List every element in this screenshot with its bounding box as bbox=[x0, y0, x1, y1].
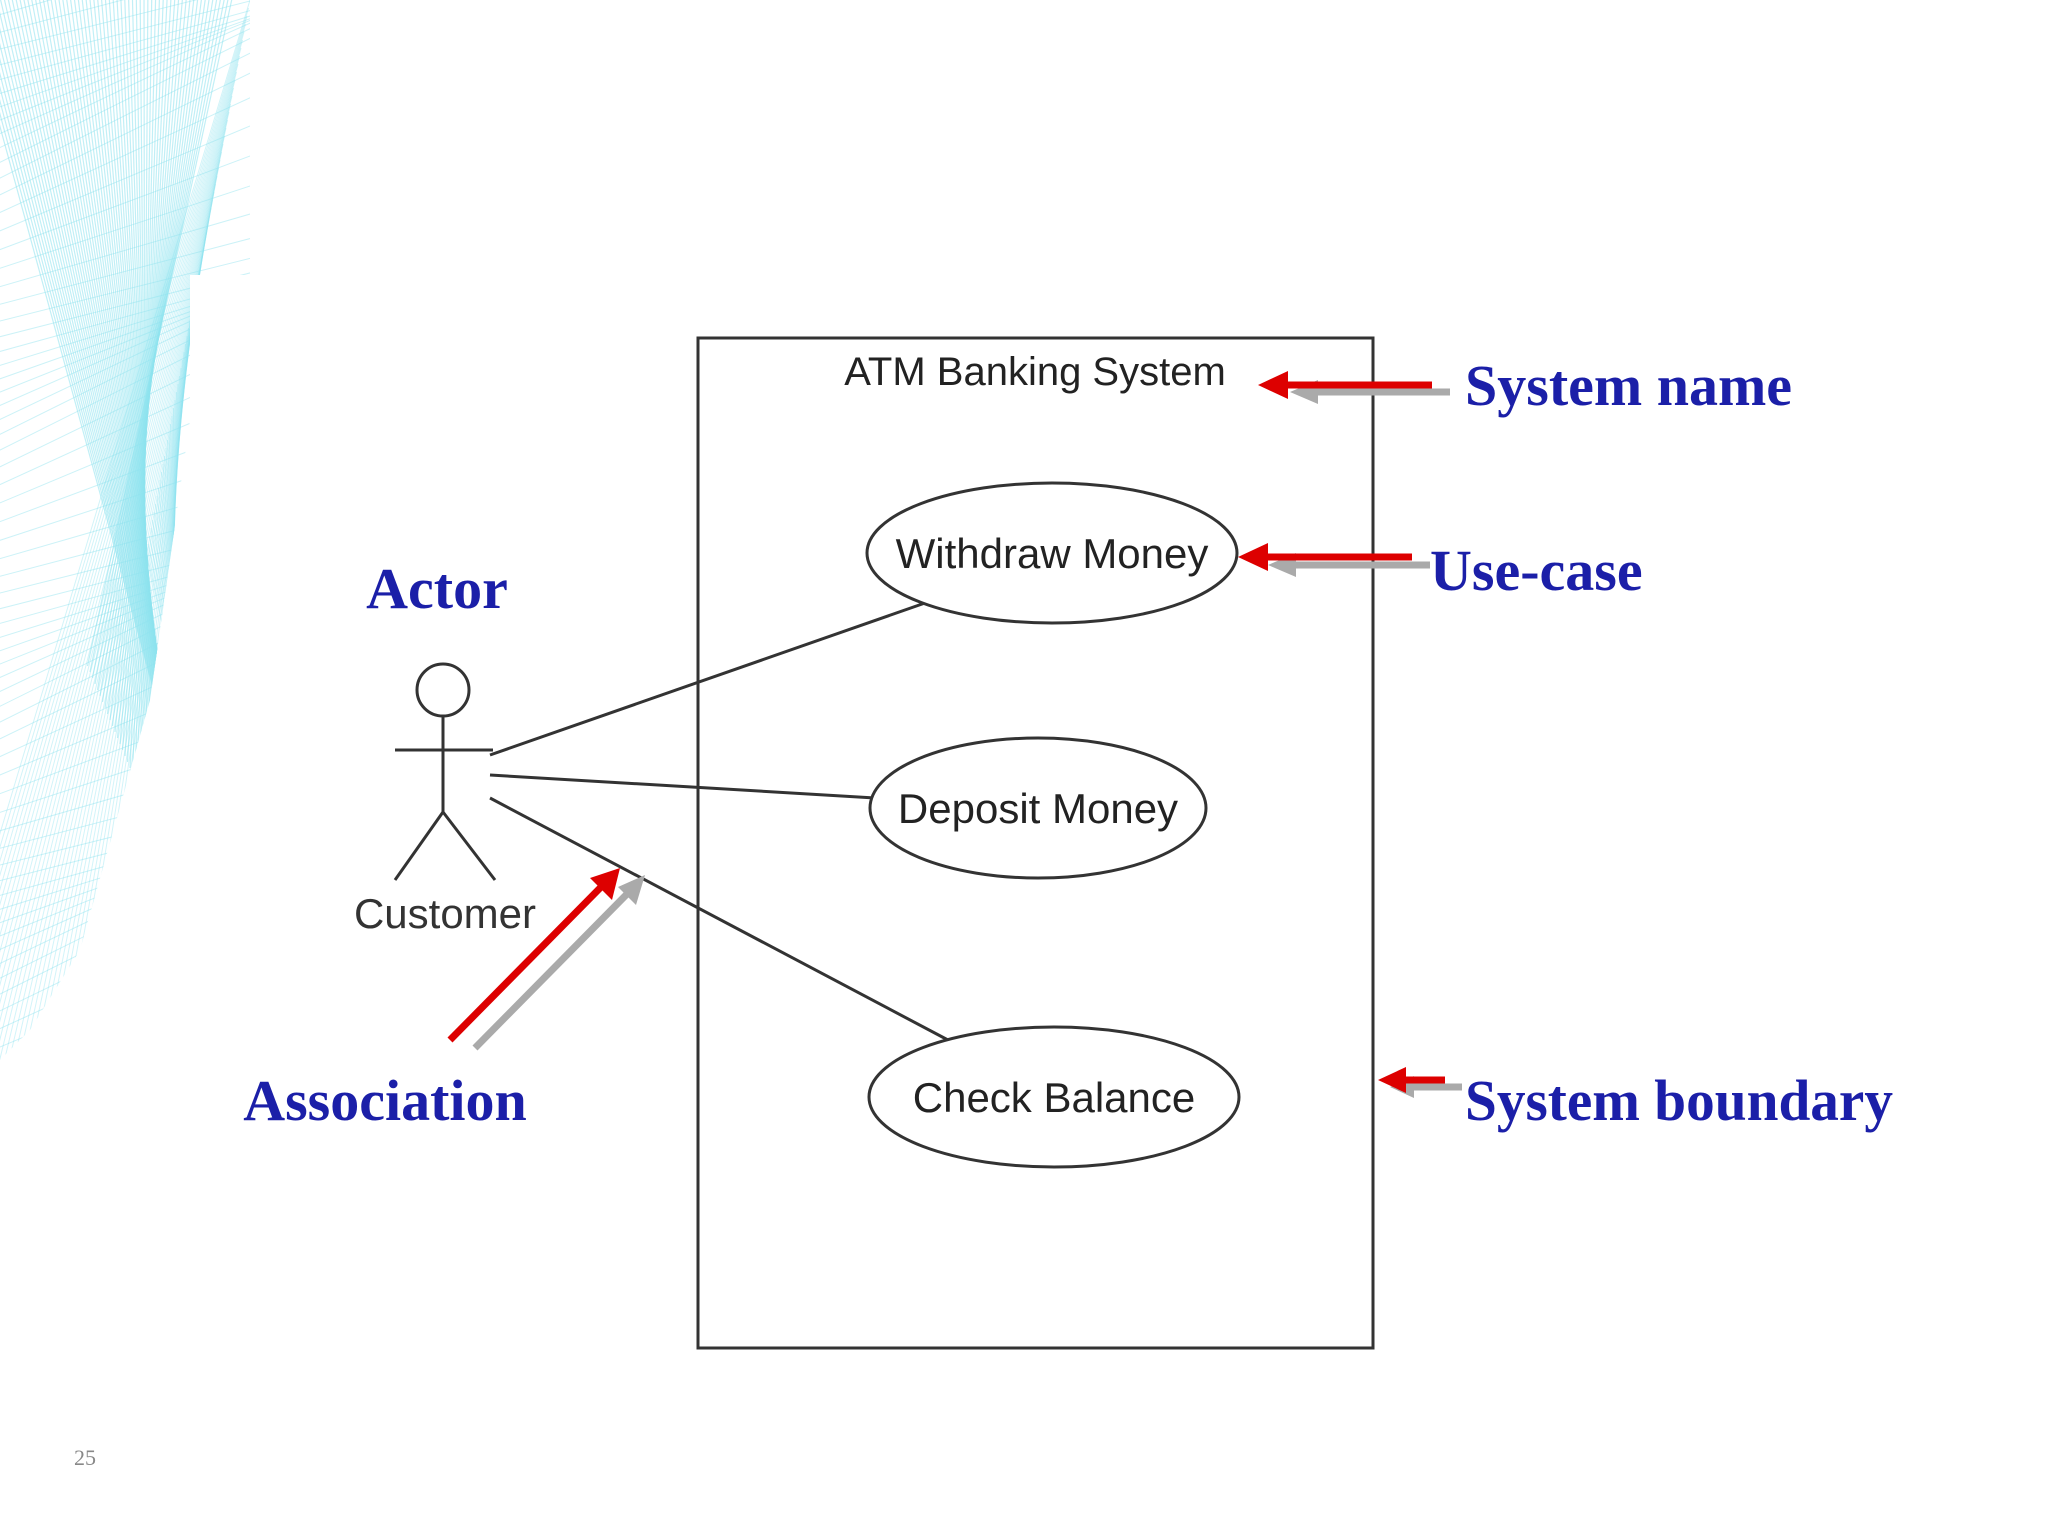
use-case-check-balance bbox=[867, 1025, 1241, 1169]
association-line-check bbox=[489, 796, 949, 1042]
system-boundary-arrow bbox=[1378, 1067, 1462, 1098]
actor-right-leg bbox=[441, 811, 497, 881]
decorative-pattern bbox=[0, 0, 250, 1060]
callout-actor: Actor bbox=[366, 556, 508, 621]
actor-name-label: Customer bbox=[354, 890, 536, 937]
callout-system-boundary: System boundary bbox=[1465, 1068, 1893, 1133]
callout-system-name: System name bbox=[1465, 353, 1792, 418]
system-name-arrow bbox=[1258, 371, 1450, 404]
association-line-deposit bbox=[489, 773, 876, 800]
page-number: 25 bbox=[74, 1445, 96, 1470]
callout-association: Association bbox=[243, 1068, 527, 1133]
system-boundary-box bbox=[696, 336, 1375, 1350]
association-arrow bbox=[447, 868, 645, 1051]
use-case-arrow bbox=[1238, 543, 1430, 577]
actor-left-leg bbox=[393, 811, 445, 881]
actor-head bbox=[415, 662, 471, 718]
actor-stick-figure bbox=[393, 662, 497, 881]
association-line-withdraw bbox=[489, 601, 926, 757]
use-case-check-label: Check Balance bbox=[913, 1074, 1196, 1121]
use-case-deposit-money bbox=[868, 736, 1208, 880]
use-case-deposit-label: Deposit Money bbox=[898, 785, 1178, 832]
callout-use-case: Use-case bbox=[1430, 538, 1643, 603]
use-case-withdraw-label: Withdraw Money bbox=[896, 530, 1209, 577]
use-case-withdraw-money bbox=[865, 481, 1239, 625]
system-name-label: ATM Banking System bbox=[844, 350, 1226, 394]
